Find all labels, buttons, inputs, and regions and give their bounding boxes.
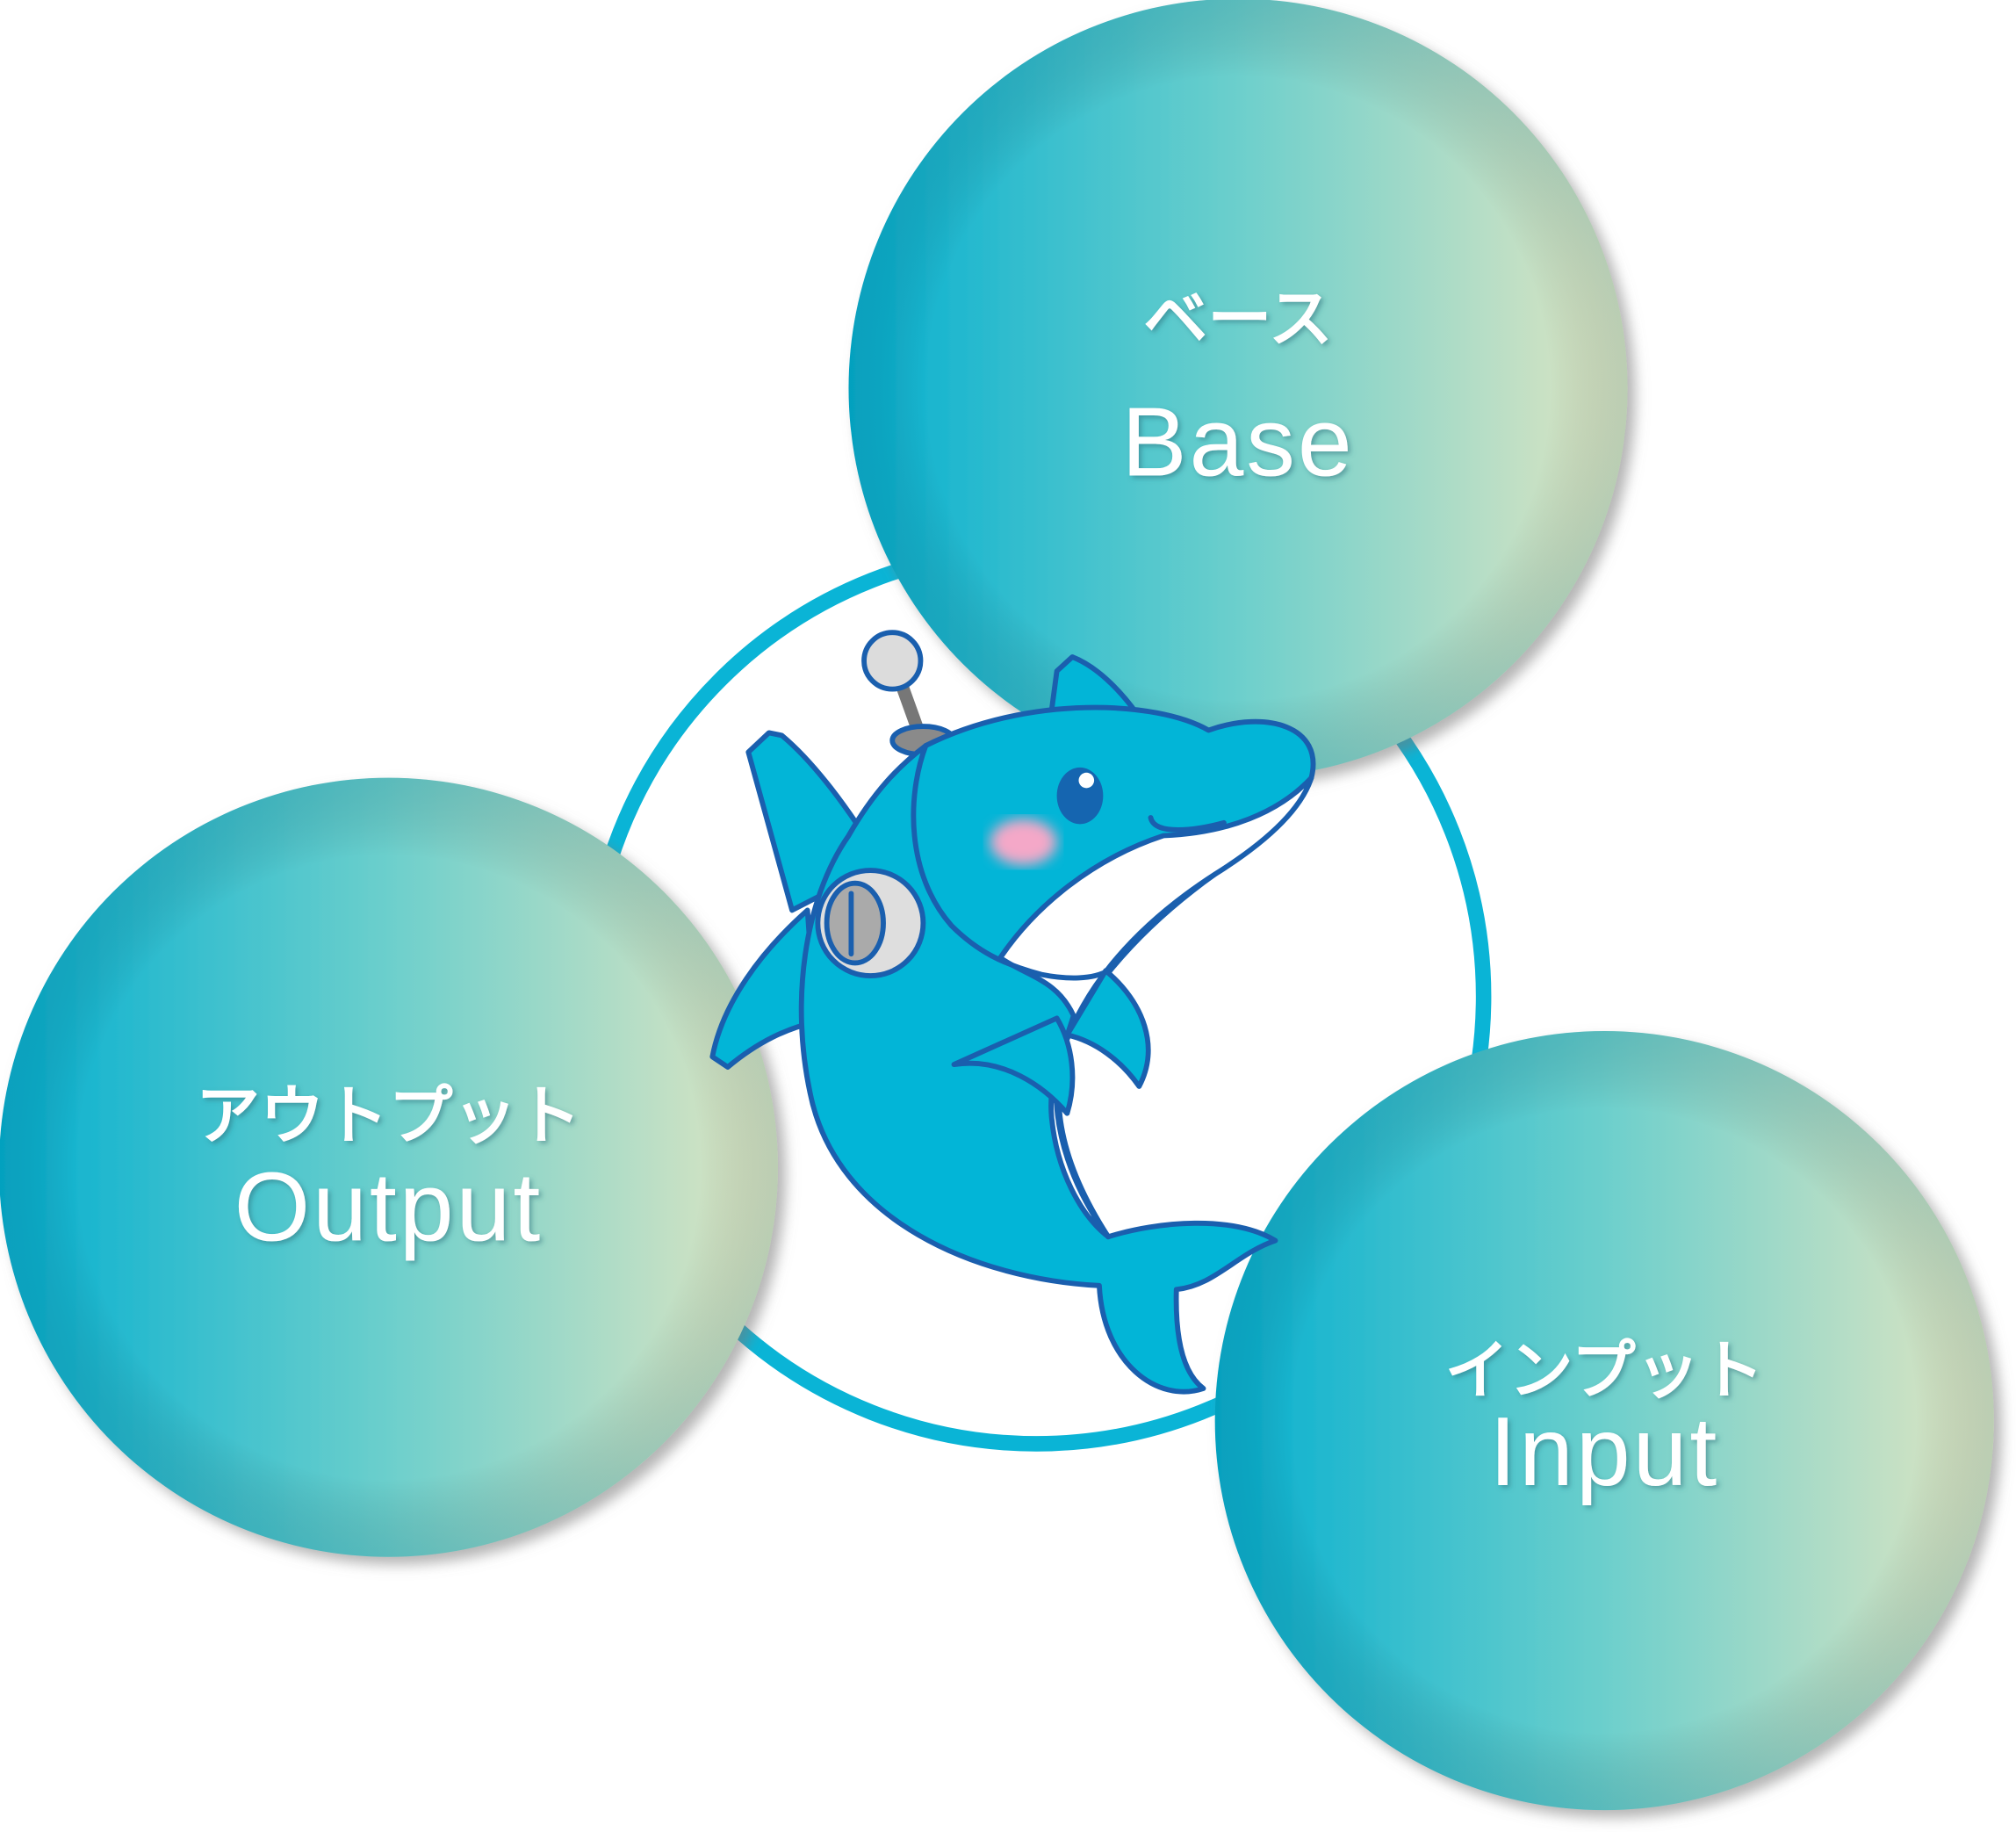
node-output-label-ja: アウトプット (196, 1079, 581, 1154)
headphone-inner (824, 880, 886, 966)
node-base: ベース Base (848, 0, 1628, 778)
node-base-label-en: Base (1121, 387, 1354, 497)
eye (1056, 767, 1104, 825)
left-lower-fin (709, 907, 818, 1070)
dolphin-mascot (709, 630, 1316, 1395)
node-input-label-ja: インプット (1444, 1333, 1764, 1408)
node-base-shade (848, 0, 1628, 778)
node-output-label-en: Output (234, 1152, 544, 1262)
right-fin (1064, 968, 1151, 1089)
belly-fin (951, 1015, 1076, 1116)
node-input-shade (1214, 1031, 1994, 1811)
node-output: アウトプット Output (0, 777, 778, 1557)
node-input: インプット Input (1214, 1031, 1994, 1811)
mouth (1148, 815, 1227, 833)
eye-highlight (1078, 772, 1095, 789)
node-base-label-ja: ベース (1143, 282, 1333, 357)
blush (990, 819, 1057, 866)
node-input-label-en: Input (1489, 1396, 1719, 1506)
head-outline (911, 743, 1112, 981)
node-output-shade (0, 777, 778, 1557)
antenna-ball (861, 630, 924, 692)
